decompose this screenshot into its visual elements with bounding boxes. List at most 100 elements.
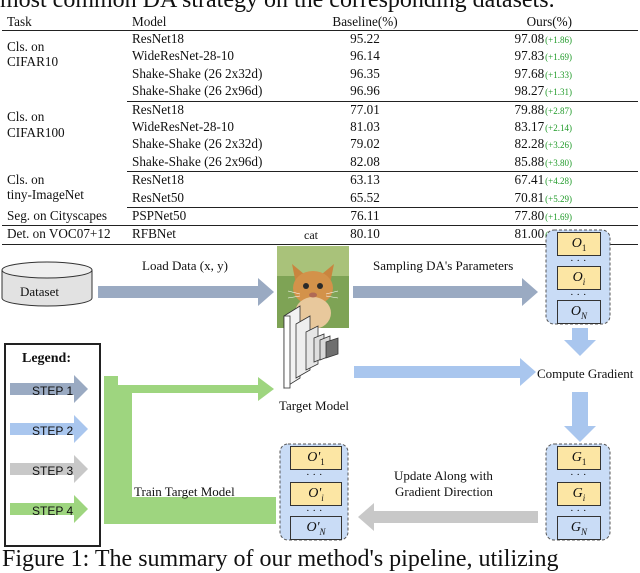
sampling-arrow bbox=[353, 278, 538, 306]
compute-gradient-label: Compute Gradient bbox=[537, 366, 634, 381]
header-ours: Ours(%) bbox=[420, 14, 638, 31]
ours-value: 85.88 bbox=[514, 153, 545, 169]
header-baseline: Baseline(%) bbox=[310, 14, 420, 31]
target-model-label: Target Model bbox=[279, 398, 349, 413]
model-cell: Shake-Shake (26 2x96d) bbox=[127, 153, 310, 173]
ours-cell: 77.80(+1.69) bbox=[420, 207, 638, 227]
ours-cell: 67.41(+4.28) bbox=[420, 172, 638, 190]
o-first-box: O1 bbox=[557, 232, 601, 256]
ours-value: 77.80 bbox=[514, 208, 545, 224]
task-line: Cls. on bbox=[7, 171, 45, 187]
model-cell: ResNet18 bbox=[132, 101, 185, 117]
header-task: Task bbox=[2, 14, 127, 31]
ours-value: 98.27 bbox=[514, 83, 545, 99]
update-label-1: Update Along with bbox=[394, 468, 493, 483]
o-prime-first-box: O'1 bbox=[290, 446, 342, 470]
legend-step2-arrow bbox=[10, 415, 88, 443]
gain-value: (+1.69) bbox=[545, 52, 572, 63]
ours-cell: 97.68(+1.33) bbox=[420, 66, 638, 83]
gain-value: (+4.28) bbox=[545, 176, 572, 187]
task-cell: Det. on VOC07+12 bbox=[2, 225, 127, 245]
o-prime-last-box: O'N bbox=[290, 516, 342, 540]
train-target-label: Train Target Model bbox=[134, 484, 235, 499]
ours-value: 83.17 bbox=[514, 119, 545, 135]
task-line: CIFAR100 bbox=[7, 124, 65, 140]
model-cell: PSPNet50 bbox=[127, 207, 310, 227]
baseline-cell: 65.52 bbox=[310, 189, 420, 209]
to-g-panel-arrow bbox=[564, 392, 596, 442]
legend-title: Legend: bbox=[22, 351, 71, 366]
header-model: Model bbox=[127, 14, 310, 31]
o-prime-dots-1: · · · bbox=[306, 469, 323, 481]
ours-value: 82.28 bbox=[514, 136, 545, 152]
ours-cell: 79.88(+2.87) bbox=[420, 101, 638, 119]
ours-cell: 85.88(+3.80) bbox=[420, 153, 638, 173]
o-prime-dots-2: · · · bbox=[306, 505, 323, 517]
model-cell: Shake-Shake (26 2x32d) bbox=[132, 65, 263, 81]
task-line: tiny-ImageNet bbox=[7, 187, 84, 203]
compute-gradient-arrow bbox=[354, 358, 536, 386]
gain-value: (+1.33) bbox=[545, 69, 572, 80]
model-cell: ResNet50 bbox=[127, 189, 310, 209]
model-cell: WideResNet-28-10 bbox=[132, 48, 235, 64]
o-dots-1: · · · bbox=[570, 255, 587, 267]
baseline-cell: 63.13 bbox=[350, 172, 380, 188]
gain-value: (+1.86) bbox=[545, 35, 572, 45]
gain-value: (+5.29) bbox=[545, 193, 572, 204]
ours-cell: 97.83(+1.69) bbox=[420, 48, 638, 65]
baseline-cell: 82.08 bbox=[310, 153, 420, 173]
g-last-box: GN bbox=[557, 516, 601, 540]
baseline-cell: 95.22 bbox=[350, 31, 380, 46]
baseline-cell: 76.11 bbox=[310, 207, 420, 227]
update-arrow bbox=[358, 503, 538, 531]
dataset-label: Dataset bbox=[20, 284, 59, 299]
baseline-cell: 77.01 bbox=[350, 101, 380, 117]
ours-value: 67.41 bbox=[514, 172, 545, 188]
g-mid-box: Gi bbox=[557, 482, 601, 506]
train-target-arrow bbox=[118, 377, 276, 511]
baseline-cell: 80.10 bbox=[310, 225, 420, 245]
ours-value: 79.88 bbox=[514, 101, 545, 117]
load-data-arrow bbox=[98, 278, 274, 306]
legend-step2-label: STEP 2 bbox=[32, 424, 74, 438]
baseline-cell: 79.02 bbox=[350, 136, 380, 152]
gain-value: (+3.26) bbox=[545, 140, 572, 151]
ours-cell: 98.27(+1.31) bbox=[420, 83, 638, 102]
train-arrow-base bbox=[104, 510, 276, 524]
legend-step1-label: STEP 1 bbox=[32, 384, 74, 398]
model-cell: Shake-Shake (26 2x96d) bbox=[127, 83, 310, 102]
ours-cell: 82.28(+3.26) bbox=[420, 136, 638, 153]
model-cell: ResNet18 bbox=[132, 31, 185, 46]
target-model-icon bbox=[283, 305, 339, 389]
baseline-cell: 81.03 bbox=[350, 119, 380, 135]
task-line: Det. on VOC07+12 bbox=[7, 226, 111, 242]
ours-cell: 97.08(+1.86) bbox=[420, 31, 638, 49]
legend-step4-arrow bbox=[10, 495, 88, 523]
ours-cell: 83.17(+2.14) bbox=[420, 119, 638, 136]
g-dots-1: · · · bbox=[570, 469, 587, 481]
task-cell: Seg. on Cityscapes bbox=[2, 207, 127, 227]
task-line: CIFAR10 bbox=[7, 54, 59, 70]
model-cell: ResNet18 bbox=[132, 172, 185, 188]
baseline-cell: 96.14 bbox=[350, 48, 380, 64]
o-prime-mid-box: O'i bbox=[290, 482, 342, 506]
top-caption: most common DA strategy on the correspon… bbox=[0, 0, 555, 13]
gain-value: (+2.87) bbox=[545, 105, 572, 116]
legend-step1-arrow bbox=[10, 375, 88, 403]
model-cell: WideResNet-28-10 bbox=[132, 119, 235, 135]
task-line: Cls. on bbox=[7, 109, 45, 125]
model-cell: RFBNet bbox=[127, 225, 310, 245]
ours-value: 97.68 bbox=[514, 65, 545, 81]
o-dots-2: · · · bbox=[570, 289, 587, 301]
